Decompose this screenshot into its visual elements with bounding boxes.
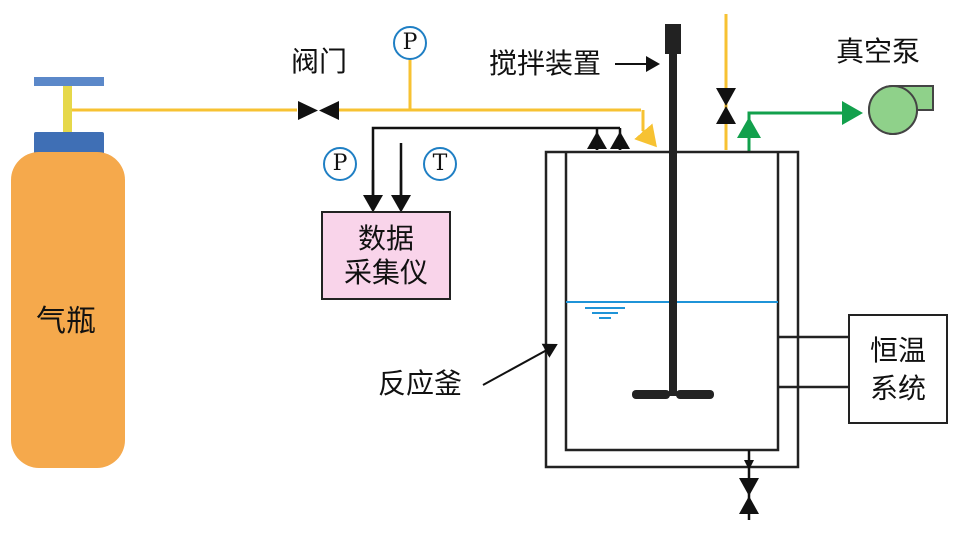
main-valve-icon: [298, 101, 339, 120]
stirrer-motor: [665, 24, 681, 54]
thermostat-system-box: 恒温 系统: [848, 314, 948, 424]
reactor-label: 反应釜: [378, 367, 463, 400]
stirrer-label: 搅拌装置: [489, 47, 602, 80]
inlet-valve-icon: [716, 88, 736, 124]
vacuum-pump-icon: [868, 85, 934, 135]
pressure-gauge-icon: P: [393, 26, 427, 60]
data-acquisition-box: 数据 采集仪: [321, 211, 451, 300]
vacuum-pump-label: 真空泵: [836, 35, 921, 68]
cylinder-cap: [34, 132, 104, 156]
vacuum-line: [737, 101, 863, 152]
pressure-gauge-icon: P: [323, 147, 357, 181]
signal-lines: [363, 126, 630, 213]
stirrer-blade-left: [632, 390, 670, 399]
thermostat-label-line2: 系统: [869, 372, 926, 405]
stirrer-blade-right: [676, 390, 714, 399]
stirrer: [632, 24, 714, 399]
thermostat-label-line1: 恒温: [869, 334, 926, 367]
cylinder-handle: [34, 77, 104, 86]
cylinder-label: 气瓶: [36, 304, 96, 339]
liquid-level-icon: [585, 307, 625, 319]
daq-label-line1: 数据: [357, 222, 414, 255]
daq-label-line2: 采集仪: [343, 256, 428, 289]
label-pointers: [482, 56, 660, 386]
gas-cylinder: [11, 77, 125, 468]
stirrer-shaft: [669, 54, 677, 396]
gas-line: [72, 14, 728, 150]
drain-valve-icon: [739, 460, 759, 514]
cylinder-stem: [63, 86, 72, 132]
valve-label: 阀门: [291, 45, 348, 78]
temperature-gauge-icon: T: [423, 147, 457, 181]
cylinder-body: [11, 152, 125, 468]
thermostat-lines: [778, 335, 848, 389]
